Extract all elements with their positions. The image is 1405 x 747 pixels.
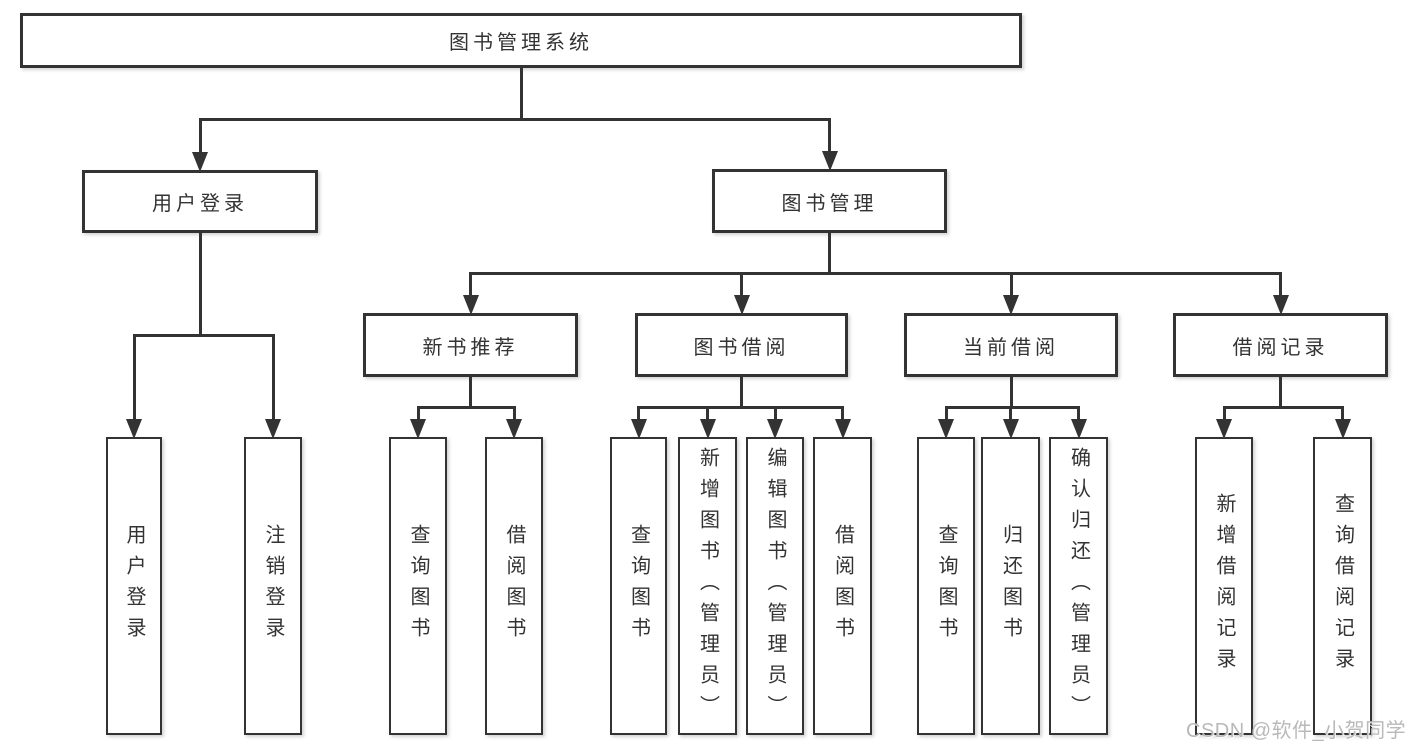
connector-line [1341, 407, 1344, 419]
connector-line [828, 119, 831, 151]
arrowhead-down-icon [767, 419, 783, 439]
node-borrowing-records: 借阅记录 [1173, 313, 1388, 377]
node-leaf-add-books-admin: 新增图书（管理员） [678, 437, 737, 735]
connector-line [773, 407, 777, 419]
node-label: 新增借阅记录 [1213, 493, 1235, 679]
node-book-management: 图书管理 [712, 169, 947, 233]
connector-line [706, 407, 709, 419]
arrowhead-down-icon [1216, 419, 1232, 439]
connector-line [469, 376, 472, 409]
node-label: 图书借阅 [693, 336, 790, 359]
node-label: 查询图书 [935, 524, 957, 648]
node-leaf-query-borrow-record: 查询借阅记录 [1313, 437, 1372, 735]
connector-line [1222, 405, 1344, 409]
node-label: 借阅记录 [1232, 336, 1329, 359]
node-label: 用户登录 [123, 524, 145, 648]
node-label: 查询图书 [407, 524, 429, 648]
connector-line [740, 273, 743, 295]
connector-line [740, 376, 743, 409]
connector-line [469, 271, 1282, 275]
node-user-login: 用户登录 [82, 170, 318, 233]
connector-line [1009, 407, 1012, 419]
connector-line [519, 67, 523, 121]
connector-line [1009, 376, 1013, 409]
node-leaf-borrow-books-2: 借阅图书 [813, 437, 872, 735]
node-current-borrowing: 当前借阅 [904, 313, 1118, 377]
node-leaf-borrow-books-1: 借阅图书 [485, 437, 543, 735]
arrowhead-down-icon [1334, 419, 1351, 439]
node-label: 用户登录 [152, 193, 248, 215]
node-label: 新增图书（管理员） [696, 446, 719, 726]
connector-line [416, 405, 516, 409]
node-label: 图书管理系统 [449, 32, 593, 54]
arrowhead-down-icon [265, 419, 281, 439]
arrowhead-down-icon [1272, 295, 1289, 315]
connector-line [841, 407, 844, 419]
connector-line [828, 232, 831, 275]
connector-line [1279, 273, 1282, 295]
arrowhead-down-icon [834, 419, 851, 439]
connector-line [637, 407, 640, 419]
node-label: 归还图书 [999, 524, 1022, 648]
node-leaf-edit-books-admin: 编辑图书（管理员） [746, 437, 804, 735]
connector-line [1279, 376, 1282, 409]
node-label: 确认归还（管理员） [1067, 446, 1090, 726]
connector-line [1009, 273, 1013, 295]
node-new-book-recommend: 新书推荐 [363, 313, 578, 377]
arrowhead-down-icon [462, 295, 479, 315]
arrowhead-down-icon [699, 419, 716, 439]
node-label: 注销登录 [262, 524, 284, 648]
connector-line [1077, 407, 1080, 419]
node-label: 借阅图书 [503, 524, 525, 648]
connector-line [198, 232, 202, 337]
csdn-watermark: CSDN @软件_小贺同学 [1186, 720, 1405, 742]
node-book-borrowing: 图书借阅 [635, 313, 848, 377]
connector-line [1222, 407, 1226, 419]
node-label: 图书管理 [781, 192, 878, 215]
arrowhead-down-icon [821, 151, 838, 171]
node-label: 借阅图书 [831, 524, 854, 648]
arrowhead-down-icon [126, 419, 142, 439]
node-system-root: 图书管理系统 [20, 13, 1022, 68]
connector-line [637, 405, 844, 409]
arrowhead-down-icon [938, 419, 954, 439]
node-leaf-query-books-3: 查询图书 [917, 437, 975, 735]
arrowhead-down-icon [192, 152, 208, 172]
arrowhead-down-icon [1070, 419, 1087, 439]
node-label: 编辑图书（管理员） [764, 446, 786, 726]
connector-line [944, 407, 948, 419]
arrowhead-down-icon [1003, 295, 1019, 315]
node-label: 新书推荐 [422, 336, 519, 359]
connector-line [132, 335, 136, 419]
node-leaf-user-login: 用户登录 [106, 437, 162, 735]
arrowhead-down-icon [630, 419, 647, 439]
connector-line [198, 119, 202, 152]
node-label: 查询借阅记录 [1331, 493, 1354, 679]
node-leaf-query-books-1: 查询图书 [389, 437, 447, 735]
node-label: 查询图书 [627, 524, 650, 648]
node-leaf-confirm-return-admin: 确认归还（管理员） [1049, 437, 1108, 735]
arrowhead-down-icon [506, 419, 522, 439]
connector-line [271, 335, 275, 419]
node-leaf-logout: 注销登录 [244, 437, 302, 735]
connector-line [512, 407, 516, 419]
connector-line [944, 405, 1080, 409]
arrowhead-down-icon [1002, 419, 1019, 439]
arrowhead-down-icon [733, 295, 750, 315]
node-label: 当前借阅 [963, 336, 1059, 359]
node-leaf-return-books: 归还图书 [981, 437, 1040, 735]
node-leaf-query-books-2: 查询图书 [610, 437, 667, 735]
connector-line [469, 273, 472, 295]
node-leaf-add-borrow-record: 新增借阅记录 [1195, 437, 1253, 735]
connector-line [198, 117, 831, 121]
arrowhead-down-icon [410, 419, 426, 439]
connector-line [132, 333, 275, 337]
connector-line [416, 407, 420, 419]
